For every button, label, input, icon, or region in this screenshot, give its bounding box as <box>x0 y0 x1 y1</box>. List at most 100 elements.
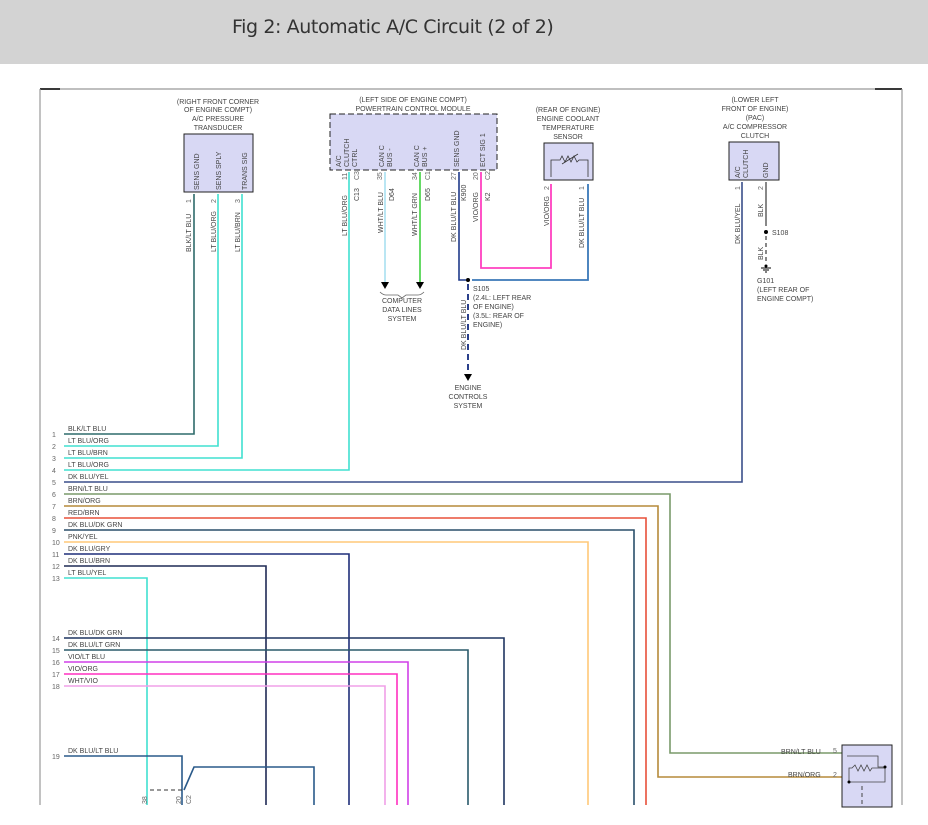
pressure-transducer[interactable]: (RIGHT FRONT CORNER OF ENGINE COMPT) A/C… <box>177 99 259 252</box>
wire-label: DK BLU/YEL <box>735 203 742 244</box>
wire-number: 5 <box>52 480 56 487</box>
bus-wire-10 <box>64 541 589 805</box>
figure-header: Fig 2: Automatic A/C Circuit (2 of 2) <box>0 0 928 64</box>
pin-num: 2 <box>833 772 837 779</box>
wire-label: BRN/LT BLU <box>781 749 821 756</box>
clutch-label-2: FRONT OF ENGINE) <box>722 106 789 113</box>
pin-label: CTRL <box>352 149 359 167</box>
pin-label: CLUTCH <box>344 139 351 167</box>
wire-label: BLK/LT BLU <box>186 214 193 252</box>
wire-number: 4 <box>52 468 56 475</box>
wire-number: 12 <box>52 564 60 571</box>
circuit-id: D64 <box>389 188 396 201</box>
arrow-down-icon <box>464 374 472 381</box>
wire-label: LT BLU/ORG <box>211 211 218 252</box>
pin-label: GND <box>763 162 770 178</box>
pin-label: A/C <box>336 155 343 167</box>
pin-num: 20 <box>473 172 480 180</box>
wire-label: DK BLU/LT BLU <box>451 192 458 242</box>
splice-label: S105 <box>473 286 489 293</box>
wire-number: 2 <box>52 444 56 451</box>
transducer-label-4: TRANSDUCER <box>194 125 243 132</box>
pin-num: 2 <box>758 186 765 190</box>
wire-label: DK BLU/GRY <box>68 546 111 553</box>
bus-wire-13 <box>64 577 148 805</box>
bottom-left-connector[interactable]: 38 20 C2 <box>142 789 193 804</box>
ground-label: (LEFT REAR OF <box>757 287 809 294</box>
connector-id: C2 <box>485 171 492 180</box>
ac-compressor-clutch[interactable]: (LOWER LEFT FRONT OF ENGINE) (PAC) A/C C… <box>722 97 814 303</box>
splice-s108-dot <box>764 230 768 234</box>
splice-label: ENGINE) <box>473 322 502 329</box>
wire-number: 17 <box>52 672 60 679</box>
ground-label: ENGINE COMPT) <box>757 296 813 303</box>
wire-label: LT BLU/ORG <box>68 462 109 469</box>
diagram-frame <box>39 88 903 805</box>
arrow-down-icon <box>416 282 424 289</box>
ect-label-1: (REAR OF ENGINE) <box>536 107 601 114</box>
wire-label: WHT/LT BLU <box>378 192 385 233</box>
pin-label: CAN C <box>414 145 421 167</box>
wire-label: DK BLU/DK GRN <box>68 630 122 637</box>
transducer-label-1: (RIGHT FRONT CORNER <box>177 99 259 106</box>
figure-title: Fig 2: Automatic A/C Circuit (2 of 2) <box>232 16 554 38</box>
pin-label: BUS - <box>387 148 394 167</box>
engine-controls-system[interactable]: ENGINE CONTROLS SYSTEM <box>449 385 488 410</box>
pin-num: 1 <box>579 186 586 190</box>
ect-label-2: ENGINE COOLANT <box>537 116 600 123</box>
wire-label: DK BLU/LT GRN <box>68 642 120 649</box>
wire-label: DK BLU/LT BLU <box>579 198 586 248</box>
wire-number: 3 <box>52 456 56 463</box>
engine-controls-label: SYSTEM <box>454 403 483 410</box>
engine-controls-label: ENGINE <box>455 385 482 392</box>
wire-number: 1 <box>52 432 56 439</box>
pin-label: CAN C <box>379 145 386 167</box>
wire-label: PNK/YEL <box>68 534 98 541</box>
bus-wire-8 <box>64 517 647 805</box>
bus-wire-14 <box>64 637 505 805</box>
wire-number: 8 <box>52 516 56 523</box>
data-lines-arrows <box>379 282 425 299</box>
wire-number: 11 <box>52 552 59 559</box>
data-lines-label: COMPUTER <box>382 298 422 305</box>
circuit-id: K2 <box>485 192 492 201</box>
bus-wire-18 <box>64 685 386 805</box>
pin-label: SENS GND <box>454 130 461 167</box>
pin-num: 11 <box>342 173 349 180</box>
bottom-right-component[interactable]: BRN/LT BLU BRN/ORG 5 2 <box>781 744 893 808</box>
wire-number: 13 <box>52 576 60 583</box>
wire-label: LT BLU/YEL <box>68 570 106 577</box>
computer-data-lines-system[interactable]: COMPUTER DATA LINES SYSTEM <box>382 298 422 323</box>
pin-num: 20 <box>176 796 183 804</box>
wire-label: LT BLU/BRN <box>68 450 108 457</box>
wire-number: 19 <box>52 754 60 761</box>
bus-wire-17 <box>64 673 398 805</box>
wire-number: 14 <box>52 636 60 643</box>
wire-number: 16 <box>52 660 60 667</box>
splice-label: S108 <box>772 230 788 237</box>
bus-wire-16 <box>64 661 409 805</box>
engine-coolant-temperature-sensor[interactable]: (REAR OF ENGINE) ENGINE COOLANT TEMPERAT… <box>536 107 601 248</box>
splice-label: (2.4L: LEFT REAR <box>473 295 531 302</box>
pin-label-sens-gnd: SENS GND <box>194 153 201 190</box>
engine-controls-label: CONTROLS <box>449 394 488 401</box>
wire-label: WHT/VIO <box>68 678 98 685</box>
ect-label-3: TEMPERATURE <box>542 125 595 132</box>
ground-icon <box>761 264 771 273</box>
pin-num: 3 <box>235 199 242 203</box>
wire-label: VIO/ORG <box>68 666 98 673</box>
connector-id: C3 <box>354 171 361 180</box>
pcm-label-1: (LEFT SIDE OF ENGINE COMPT) <box>359 97 467 104</box>
circuit-id: K900 <box>461 185 468 201</box>
ect-label-4: SENSOR <box>553 134 583 141</box>
bus-wire-9 <box>64 529 635 805</box>
wire-number: 6 <box>52 492 56 499</box>
splice-s105: S105 (2.4L: LEFT REAR OF ENGINE) (3.5L: … <box>461 286 531 381</box>
powertrain-control-module[interactable]: (LEFT SIDE OF ENGINE COMPT) POWERTRAIN C… <box>329 97 498 242</box>
wire-label: BLK <box>758 203 765 217</box>
bus-wire-6 <box>64 493 842 754</box>
pin-num: 2 <box>544 186 551 190</box>
wire-label: RED/BRN <box>68 510 100 517</box>
pin-label-trans-sig: TRANS SIG <box>242 152 249 190</box>
